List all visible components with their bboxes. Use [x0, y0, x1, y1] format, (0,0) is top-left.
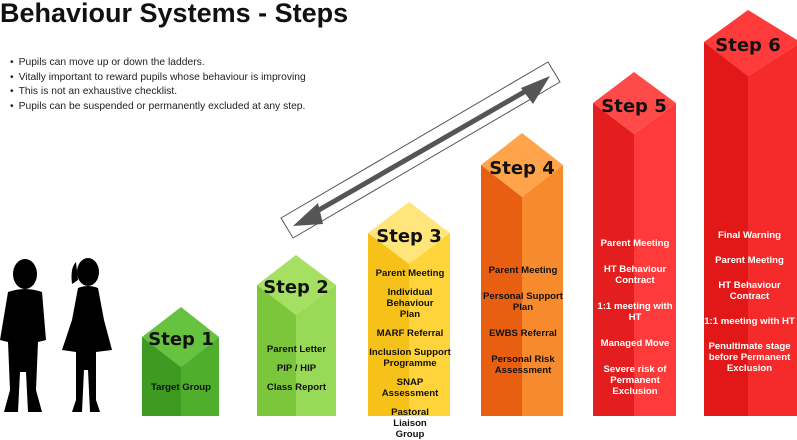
- step-2-column: [257, 255, 336, 416]
- step-item: Inclusion Support Programme: [369, 347, 451, 369]
- step-6-items: Final Warning Parent Meeting HT Behaviou…: [702, 230, 797, 374]
- step-item: Managed Move: [600, 338, 670, 349]
- page-title: Behaviour Systems - Steps: [0, 0, 349, 28]
- step-4-items: Parent Meeting Personal Support Plan EWB…: [480, 265, 566, 376]
- step-3-items: Parent Meeting Individual Behaviour Plan…: [368, 268, 452, 440]
- step-item: Class Report: [266, 382, 327, 393]
- step-item: 1:1 meeting with HT: [597, 301, 673, 323]
- step-2-items: Parent Letter PIP / HIP Class Report: [254, 344, 339, 393]
- step-item: Severe risk of Permanent Exclusion: [603, 364, 667, 397]
- step-item: Target Group: [150, 382, 212, 393]
- steps-diagram: Step 1 Step 2 Step 3 Step 4 Step 5 Step …: [0, 10, 797, 416]
- note-item: Pupils can be suspended or permanently e…: [10, 100, 306, 115]
- step-1-label: Step 1: [148, 329, 213, 350]
- step-item: EWBS Referral: [489, 328, 557, 339]
- step-item: Parent Letter: [266, 344, 327, 355]
- step-item: Individual Behaviour Plan: [386, 287, 434, 320]
- step-6-column: [704, 10, 797, 416]
- note-item: This is not an exhaustive checklist.: [10, 85, 306, 100]
- step-item: Parent Meeting: [600, 238, 670, 249]
- step-1-items: Target Group: [141, 382, 221, 393]
- step-3-column: [368, 202, 450, 416]
- step-item: SNAP Assessment: [381, 377, 439, 399]
- double-arrow-icon: [280, 61, 561, 239]
- step-item: Final Warning: [717, 230, 782, 241]
- step-item: 1:1 meeting with HT: [704, 316, 795, 327]
- step-4-column: [481, 133, 563, 416]
- children-silhouette: [0, 258, 112, 412]
- step-item: Parent Meeting: [375, 268, 445, 279]
- step-5-items: Parent Meeting HT Behaviour Contract 1:1…: [590, 238, 680, 397]
- step-item: MARF Referral: [376, 328, 444, 339]
- step-item: Parent Meeting: [488, 265, 558, 276]
- note-item: Vitally important to reward pupils whose…: [10, 71, 306, 86]
- step-2-label: Step 2: [263, 277, 328, 298]
- notes-list: Pupils can move up or down the ladders. …: [10, 56, 306, 114]
- step-item: Parent Meeting: [715, 255, 784, 266]
- step-1-column: [142, 307, 219, 416]
- step-item: HT Behaviour Contract: [718, 280, 781, 302]
- step-item: Pastoral Liaison Group: [391, 407, 429, 440]
- step-3-label: Step 3: [376, 226, 441, 247]
- step-item: HT Behaviour Contract: [603, 264, 667, 286]
- step-5-label: Step 5: [601, 96, 666, 117]
- step-4-label: Step 4: [489, 158, 554, 179]
- step-5-column: [593, 72, 676, 416]
- step-item: PIP / HIP: [276, 363, 317, 374]
- step-item: Penultimate stage before Permanent Exclu…: [708, 341, 791, 374]
- step-item: Personal Support Plan: [483, 291, 563, 313]
- step-6-label: Step 6: [715, 35, 780, 56]
- note-item: Pupils can move up or down the ladders.: [10, 56, 306, 71]
- step-item: Personal Risk Assessment: [491, 354, 555, 376]
